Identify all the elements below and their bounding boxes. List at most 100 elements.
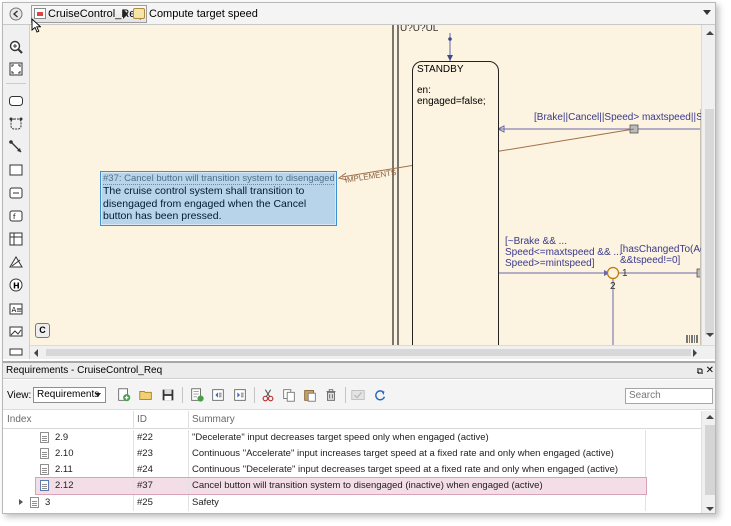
table-row[interactable]: 2.10 #23 Continuous "Accelerate" input i… bbox=[3, 446, 701, 462]
column-divider[interactable] bbox=[188, 411, 189, 429]
table-row[interactable]: 2.9 #22 "Decelerate" input decreases tar… bbox=[3, 430, 701, 446]
grid-line bbox=[188, 462, 189, 478]
new-requirement-set-icon[interactable] bbox=[115, 386, 133, 404]
view-label: View: bbox=[7, 390, 32, 401]
undock-icon[interactable]: ⧉ bbox=[696, 366, 703, 376]
transition-label-accel-2[interactable]: &&tspeed!=0] bbox=[620, 255, 681, 266]
chevron-down-icon[interactable] bbox=[703, 10, 711, 15]
hide-browser-icon[interactable] bbox=[9, 7, 23, 21]
zoom-icon[interactable] bbox=[8, 39, 24, 55]
requirements-toolbar: View: Requirements bbox=[3, 380, 715, 410]
row-id: #22 bbox=[137, 432, 153, 443]
breadcrumb-separator-icon bbox=[123, 9, 128, 19]
transition-label-accel-1[interactable]: [hasChangedTo(Acce bbox=[620, 244, 701, 255]
close-icon[interactable]: ✕ bbox=[705, 365, 714, 376]
grid-line bbox=[188, 446, 189, 462]
state-tool-icon[interactable] bbox=[8, 93, 24, 109]
junction-order-1: 1 bbox=[622, 268, 628, 279]
canvas-vertical-scrollbar[interactable] bbox=[701, 25, 715, 345]
open-folder-icon[interactable] bbox=[137, 386, 155, 404]
column-header-id[interactable]: ID bbox=[137, 414, 147, 425]
fit-to-view-icon[interactable] bbox=[8, 61, 24, 77]
transition-label-engage-3[interactable]: Speed>=mintspeed] bbox=[505, 258, 595, 269]
row-summary: Cancel button will transition system to … bbox=[192, 480, 543, 491]
chart-icon bbox=[133, 8, 145, 19]
column-header-index[interactable]: Index bbox=[7, 414, 32, 425]
expand-arrow-icon[interactable] bbox=[19, 499, 23, 505]
scroll-left-icon[interactable] bbox=[34, 349, 38, 357]
default-transition-icon[interactable] bbox=[8, 139, 24, 155]
row-index: 2.11 bbox=[55, 464, 73, 475]
table-vscroll-thumb[interactable] bbox=[705, 425, 715, 495]
row-id: #25 bbox=[137, 497, 153, 508]
add-requirement-icon[interactable] bbox=[188, 386, 206, 404]
scroll-down-icon[interactable] bbox=[706, 507, 714, 511]
toolbar-divider bbox=[254, 387, 255, 403]
simulink-function-icon[interactable] bbox=[8, 185, 24, 201]
grid-line bbox=[133, 446, 134, 462]
paste-icon[interactable] bbox=[301, 386, 319, 404]
row-summary: Safety bbox=[192, 497, 219, 508]
scroll-down-icon[interactable] bbox=[706, 333, 714, 337]
matlab-function-icon[interactable]: f bbox=[8, 208, 24, 224]
requirement-callout-title: #37: Cancel button will transition syste… bbox=[103, 173, 334, 185]
more-tools-icon[interactable] bbox=[8, 345, 24, 361]
requirements-badge-label: C bbox=[39, 325, 46, 335]
breadcrumb-model-label: CruiseControl_Req bbox=[48, 8, 142, 20]
save-icon[interactable] bbox=[159, 386, 177, 404]
copy-icon[interactable] bbox=[280, 386, 298, 404]
cut-icon[interactable] bbox=[259, 386, 277, 404]
row-summary: "Decelerate" input decreases target spee… bbox=[192, 432, 489, 443]
link-icon[interactable] bbox=[349, 386, 367, 404]
annotation-icon[interactable]: A≡ bbox=[8, 301, 24, 317]
column-divider[interactable] bbox=[133, 411, 134, 429]
requirements-badge[interactable]: C bbox=[35, 323, 50, 338]
image-tool-icon[interactable] bbox=[8, 323, 24, 339]
table-row[interactable]: 3 #25 Safety bbox=[3, 495, 701, 511]
grid-line bbox=[133, 495, 134, 511]
parent-state-fragment: U?U?UL bbox=[400, 25, 439, 34]
column-header-summary[interactable]: Summary bbox=[192, 414, 235, 425]
scroll-up-icon[interactable] bbox=[706, 31, 714, 35]
standby-state[interactable] bbox=[412, 61, 499, 345]
search-input[interactable]: Search bbox=[625, 388, 713, 404]
model-icon bbox=[34, 8, 46, 19]
table-vertical-scrollbar[interactable] bbox=[701, 411, 715, 513]
requirement-callout[interactable]: #37: Cancel button will transition syste… bbox=[100, 171, 337, 226]
breadcrumb-bar: CruiseControl_Req Compute target speed bbox=[3, 3, 715, 25]
table-row[interactable]: 2.11 #24 Continuous "Decelerate" input d… bbox=[3, 462, 701, 478]
grid-line bbox=[645, 495, 646, 511]
grid-line bbox=[133, 478, 134, 494]
grid-line bbox=[188, 495, 189, 511]
refresh-icon[interactable] bbox=[371, 386, 389, 404]
view-select[interactable]: Requirements bbox=[33, 387, 106, 403]
toolbar-divider bbox=[345, 387, 346, 403]
transition-label-disengage[interactable]: [Brake||Cancel||Speed> maxtspeed||Spee bbox=[534, 112, 701, 123]
simulink-state-icon[interactable] bbox=[8, 162, 24, 178]
graphical-function-icon[interactable] bbox=[8, 254, 24, 270]
breadcrumb-model[interactable]: CruiseControl_Req bbox=[31, 5, 147, 23]
grid-line bbox=[133, 430, 134, 446]
requirements-pane-title: Requirements - CruiseControl_Req bbox=[6, 365, 163, 376]
canvas-hscroll-thumb[interactable] bbox=[46, 349, 691, 356]
table-header: Index ID Summary bbox=[3, 411, 701, 429]
history-junction-icon[interactable]: H bbox=[8, 277, 24, 293]
demote-requirement-icon[interactable] bbox=[231, 386, 249, 404]
scroll-right-icon[interactable] bbox=[693, 349, 697, 357]
svg-text:A≡: A≡ bbox=[12, 306, 23, 314]
row-id: #23 bbox=[137, 448, 153, 459]
table-row-selected[interactable]: 2.12 #37 Cancel button will transition s… bbox=[35, 477, 647, 495]
delete-icon[interactable] bbox=[322, 386, 340, 404]
box-tool-icon[interactable] bbox=[8, 116, 24, 132]
scroll-up-icon[interactable] bbox=[706, 415, 714, 419]
transition-label-engage-2[interactable]: Speed<=maxtspeed && ... bbox=[505, 247, 622, 258]
truth-table-icon[interactable] bbox=[8, 231, 24, 247]
canvas-horizontal-scrollbar[interactable] bbox=[30, 345, 715, 359]
breadcrumb-chart[interactable]: Compute target speed bbox=[133, 6, 258, 22]
canvas-vscroll-thumb[interactable] bbox=[705, 109, 714, 335]
chart-canvas[interactable]: U?U?UL STANDBY en: engaged=false; [Brake… bbox=[30, 25, 701, 345]
promote-requirement-icon[interactable] bbox=[209, 386, 227, 404]
transition-label-engage-1[interactable]: [~Brake && ... bbox=[505, 236, 567, 247]
chevron-down-icon bbox=[95, 393, 101, 397]
requirements-pane: Requirements - CruiseControl_Req ⧉ ✕ Vie… bbox=[3, 361, 715, 513]
